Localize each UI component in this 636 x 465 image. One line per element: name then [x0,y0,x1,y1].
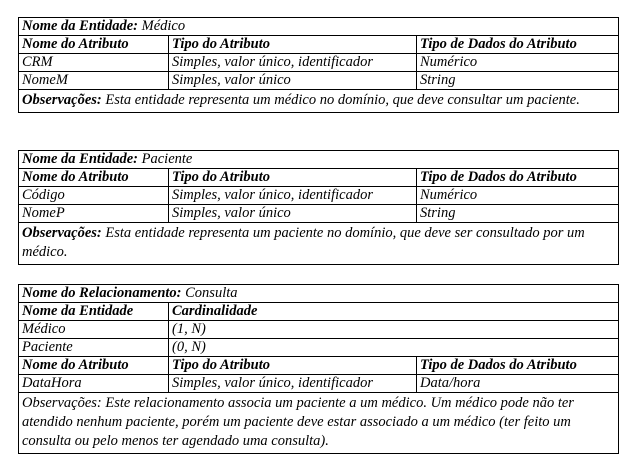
entity-title-cell: Nome da Entidade: Paciente [18,150,619,169]
entity-table-paciente: Nome da Entidade: Paciente Nome do Atrib… [18,150,619,265]
observations-text: Esta entidade representa um médico no do… [105,92,580,108]
entity-title-row: Nome da Entidade: Médico [18,17,619,36]
relationship-title-cell: Nome do Relacionamento: Consulta [18,284,619,303]
table-row: Paciente (0, N) [18,338,619,357]
attribute-type-cell: Simples, valor único [168,204,417,223]
header-row: Nome do Atributo Tipo do Atributo Tipo d… [18,168,619,187]
relationship-title-row: Nome do Relacionamento: Consulta [18,284,619,303]
header-cell: Nome da Entidade [18,302,169,321]
header-cell: Cardinalidade [168,302,619,321]
table-row: NomeM Simples, valor único String [18,71,619,90]
header-cell: Tipo do Atributo [168,356,417,375]
entity-table-medico: Nome da Entidade: Médico Nome do Atribut… [18,17,619,113]
attribute-type-cell: Simples, valor único [168,71,417,90]
header-row: Nome do Atributo Tipo do Atributo Tipo d… [18,35,619,54]
relationship-title-label: Nome do Relacionamento: [22,285,182,302]
header-cell: Nome do Atributo [18,168,169,187]
attribute-datatype-cell: String [416,71,619,90]
attribute-type-cell: Simples, valor único, identificador [168,186,417,205]
relationship-table-consulta: Nome do Relacionamento: Consulta Nome da… [18,284,619,454]
entity-title-cell: Nome da Entidade: Médico [18,17,619,36]
attribute-datatype-cell: String [416,204,619,223]
attribute-datatype-cell: Data/hora [416,374,619,393]
observations-cell: Observações: Este relacionamento associa… [18,392,619,454]
cardinality-cell: (0, N) [168,338,619,357]
attribute-type-cell: Simples, valor único, identificador [168,374,417,393]
header-cell: Tipo do Atributo [168,35,417,54]
cardinality-cell: (1, N) [168,320,619,339]
entity-title-value: Paciente [141,151,193,168]
header-row: Nome do Atributo Tipo do Atributo Tipo d… [18,356,619,375]
attribute-name-cell: CRM [18,53,169,72]
table-row: DataHora Simples, valor único, identific… [18,374,619,393]
attribute-datatype-cell: Numérico [416,186,619,205]
observations-row: Observações: Este relacionamento associa… [18,392,619,454]
attribute-name-cell: Código [18,186,169,205]
attribute-datatype-cell: Numérico [416,53,619,72]
attribute-type-cell: Simples, valor único, identificador [168,53,417,72]
observations-label: Observações: [22,225,102,241]
entity-name-cell: Paciente [18,338,169,357]
table-row: Médico (1, N) [18,320,619,339]
entity-title-row: Nome da Entidade: Paciente [18,150,619,169]
observations-label: Observações: [22,92,102,108]
observations-cell: Observações: Esta entidade representa um… [18,89,619,113]
header-cell: Tipo de Dados do Atributo [416,35,619,54]
entity-title-label: Nome da Entidade: [22,151,138,168]
header-cell: Nome do Atributo [18,356,169,375]
attribute-name-cell: NomeM [18,71,169,90]
table-row: Código Simples, valor único, identificad… [18,186,619,205]
table-row: NomeP Simples, valor único String [18,204,619,223]
header-cell: Tipo de Dados do Atributo [416,356,619,375]
table-row: CRM Simples, valor único, identificador … [18,53,619,72]
observations-text: Esta entidade representa um paciente no … [22,225,585,260]
entity-name-cell: Médico [18,320,169,339]
entity-header-row: Nome da Entidade Cardinalidade [18,302,619,321]
header-cell: Tipo do Atributo [168,168,417,187]
header-cell: Tipo de Dados do Atributo [416,168,619,187]
relationship-title-value: Consulta [185,285,238,302]
attribute-name-cell: DataHora [18,374,169,393]
entity-title-label: Nome da Entidade: [22,18,138,35]
attribute-name-cell: NomeP [18,204,169,223]
observations-row: Observações: Esta entidade representa um… [18,222,619,265]
header-cell: Nome do Atributo [18,35,169,54]
entity-title-value: Médico [141,18,186,35]
observations-row: Observações: Esta entidade representa um… [18,89,619,113]
observations-cell: Observações: Esta entidade representa um… [18,222,619,265]
